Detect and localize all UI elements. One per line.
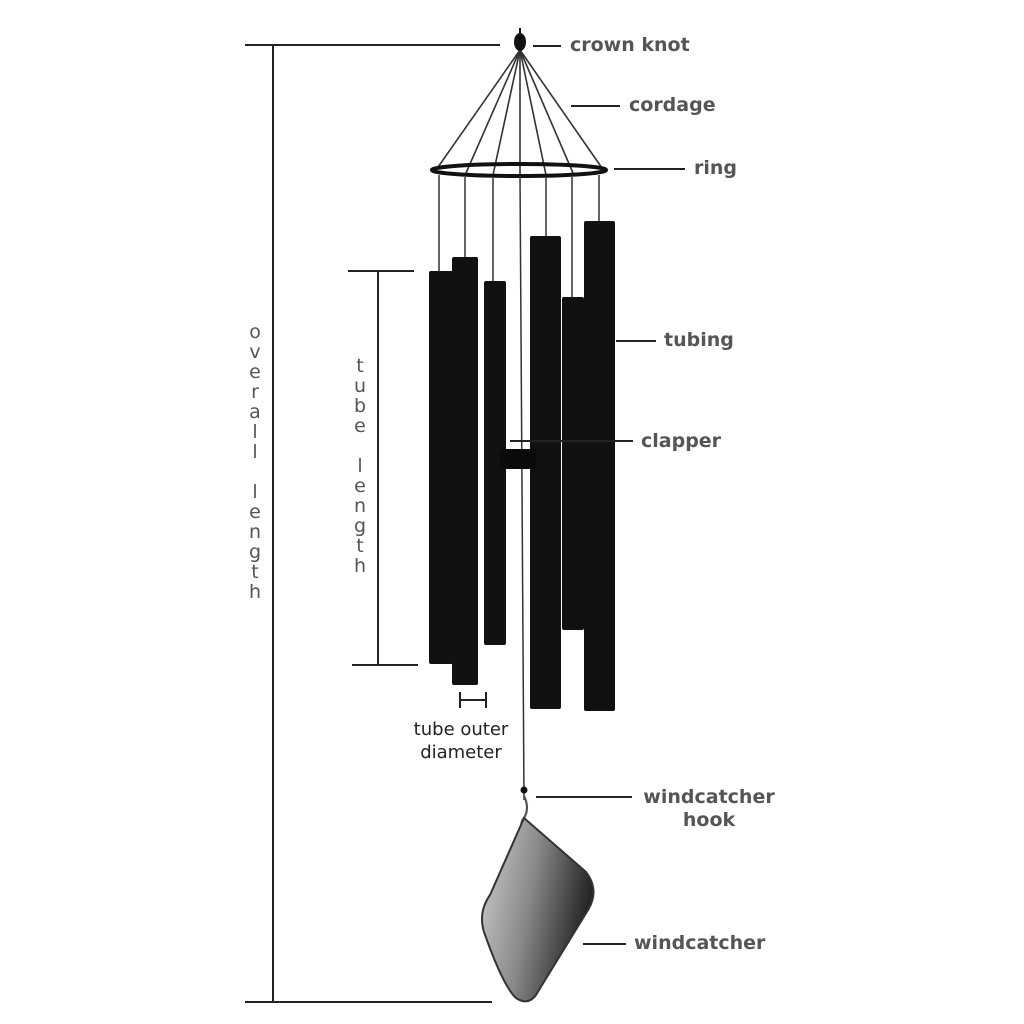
windcatcher-label: windcatcher bbox=[634, 932, 766, 954]
tube-strings bbox=[438, 175, 600, 298]
tube-length-dimension bbox=[348, 270, 418, 666]
vertical-letter: g bbox=[248, 541, 262, 563]
vertical-letter: e bbox=[249, 501, 261, 523]
vertical-letter: l bbox=[252, 481, 258, 503]
clapper-cord bbox=[519, 175, 525, 801]
tube-outer-diameter-label: tube outer diameter bbox=[396, 718, 526, 764]
tubing-label: tubing bbox=[664, 329, 734, 351]
tube-3 bbox=[484, 281, 506, 645]
crown-knot bbox=[514, 28, 526, 51]
vertical-letter: n bbox=[248, 521, 262, 543]
vertical-letter bbox=[243, 462, 267, 482]
vertical-letter: v bbox=[249, 341, 261, 363]
vertical-letter: l bbox=[252, 421, 258, 443]
vertical-letter: l bbox=[252, 441, 258, 463]
vertical-letter: n bbox=[353, 495, 367, 517]
cordage-label: cordage bbox=[629, 94, 716, 116]
leader-lines bbox=[510, 45, 685, 945]
vertical-letter: t bbox=[356, 535, 364, 557]
vertical-letter: e bbox=[249, 361, 261, 383]
vertical-letter bbox=[348, 436, 372, 456]
vertical-letter: r bbox=[251, 381, 259, 403]
tube-5 bbox=[562, 297, 584, 630]
vertical-letter: t bbox=[356, 355, 364, 377]
tube-6 bbox=[584, 221, 615, 711]
tube-diameter-indicator bbox=[459, 692, 487, 708]
vertical-letter: h bbox=[248, 581, 262, 603]
vertical-letter: g bbox=[353, 515, 367, 537]
vertical-letter: h bbox=[353, 555, 367, 577]
tube-outer-diameter-line2: diameter bbox=[420, 742, 502, 763]
tube-2 bbox=[452, 257, 478, 685]
vertical-letter: e bbox=[354, 415, 366, 437]
vertical-letter: l bbox=[357, 455, 363, 477]
overall-length-dimension bbox=[245, 44, 500, 1003]
tube-outer-diameter-line1: tube outer bbox=[413, 719, 509, 740]
ring-label: ring bbox=[694, 157, 738, 179]
windcatcher-hook-line2: hook bbox=[682, 809, 736, 831]
vertical-letter: o bbox=[249, 321, 261, 343]
vertical-letter: t bbox=[251, 561, 259, 583]
tubing bbox=[429, 221, 615, 711]
windcatcher-hook-line1: windcatcher bbox=[643, 786, 775, 808]
clapper bbox=[500, 449, 536, 469]
vertical-letter: a bbox=[249, 401, 261, 423]
tube-1 bbox=[429, 271, 453, 664]
vertical-letter: u bbox=[353, 375, 367, 397]
windcatcher-hook-label: windcatcher hook bbox=[634, 786, 784, 832]
tube-4 bbox=[530, 236, 561, 709]
cordage-lines bbox=[435, 49, 603, 176]
windcatcher-sail bbox=[481, 816, 595, 1003]
vertical-letter: b bbox=[353, 395, 367, 417]
clapper-label: clapper bbox=[641, 430, 722, 452]
vertical-letter: e bbox=[354, 475, 366, 497]
crown-knot-label: crown knot bbox=[570, 34, 690, 56]
ring bbox=[430, 162, 608, 178]
